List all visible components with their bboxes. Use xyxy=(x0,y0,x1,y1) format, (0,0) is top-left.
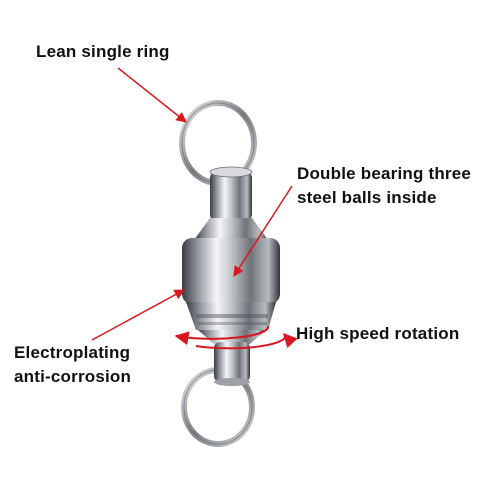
plating-label-line2: anti-corrosion xyxy=(14,367,132,386)
bearing-label-line2: steel balls inside xyxy=(297,188,437,207)
plating-label-line1: Electroplating xyxy=(14,343,131,362)
plating-callout-arrow xyxy=(91,289,185,341)
rotation-indicator xyxy=(174,325,298,350)
bearing-label-line1: Double bearing three xyxy=(297,164,472,183)
ring-callout-arrow xyxy=(117,67,187,123)
ring-label: Lean single ring xyxy=(36,42,170,61)
bearing-callout-arrow xyxy=(233,185,293,277)
bearing-label: Double bearing three steel balls inside xyxy=(297,162,471,210)
swivel-body xyxy=(182,166,280,386)
plating-label: Electroplating anti-corrosion xyxy=(14,341,131,389)
speed-label: High speed rotation xyxy=(296,324,460,343)
